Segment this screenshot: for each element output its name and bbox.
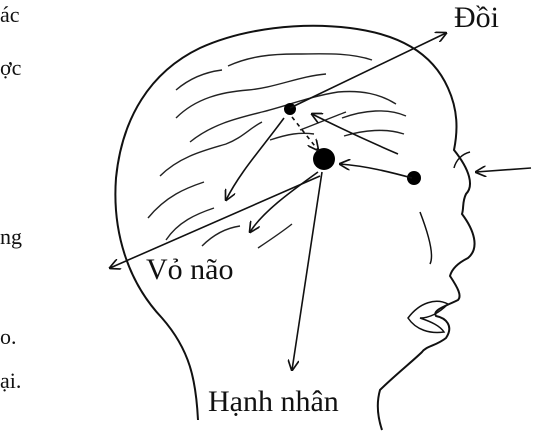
pathway-arrows [110,33,531,370]
head-outline [115,26,474,430]
amygdala-dot [313,148,335,170]
thalamus-dot [284,103,296,115]
label-thalamus: Đồi [454,1,499,35]
label-cortex: Vỏ não [146,253,233,287]
label-amygdala: Hạnh nhân [208,385,339,419]
jaw-line [420,212,432,264]
brain-folds [148,54,406,248]
